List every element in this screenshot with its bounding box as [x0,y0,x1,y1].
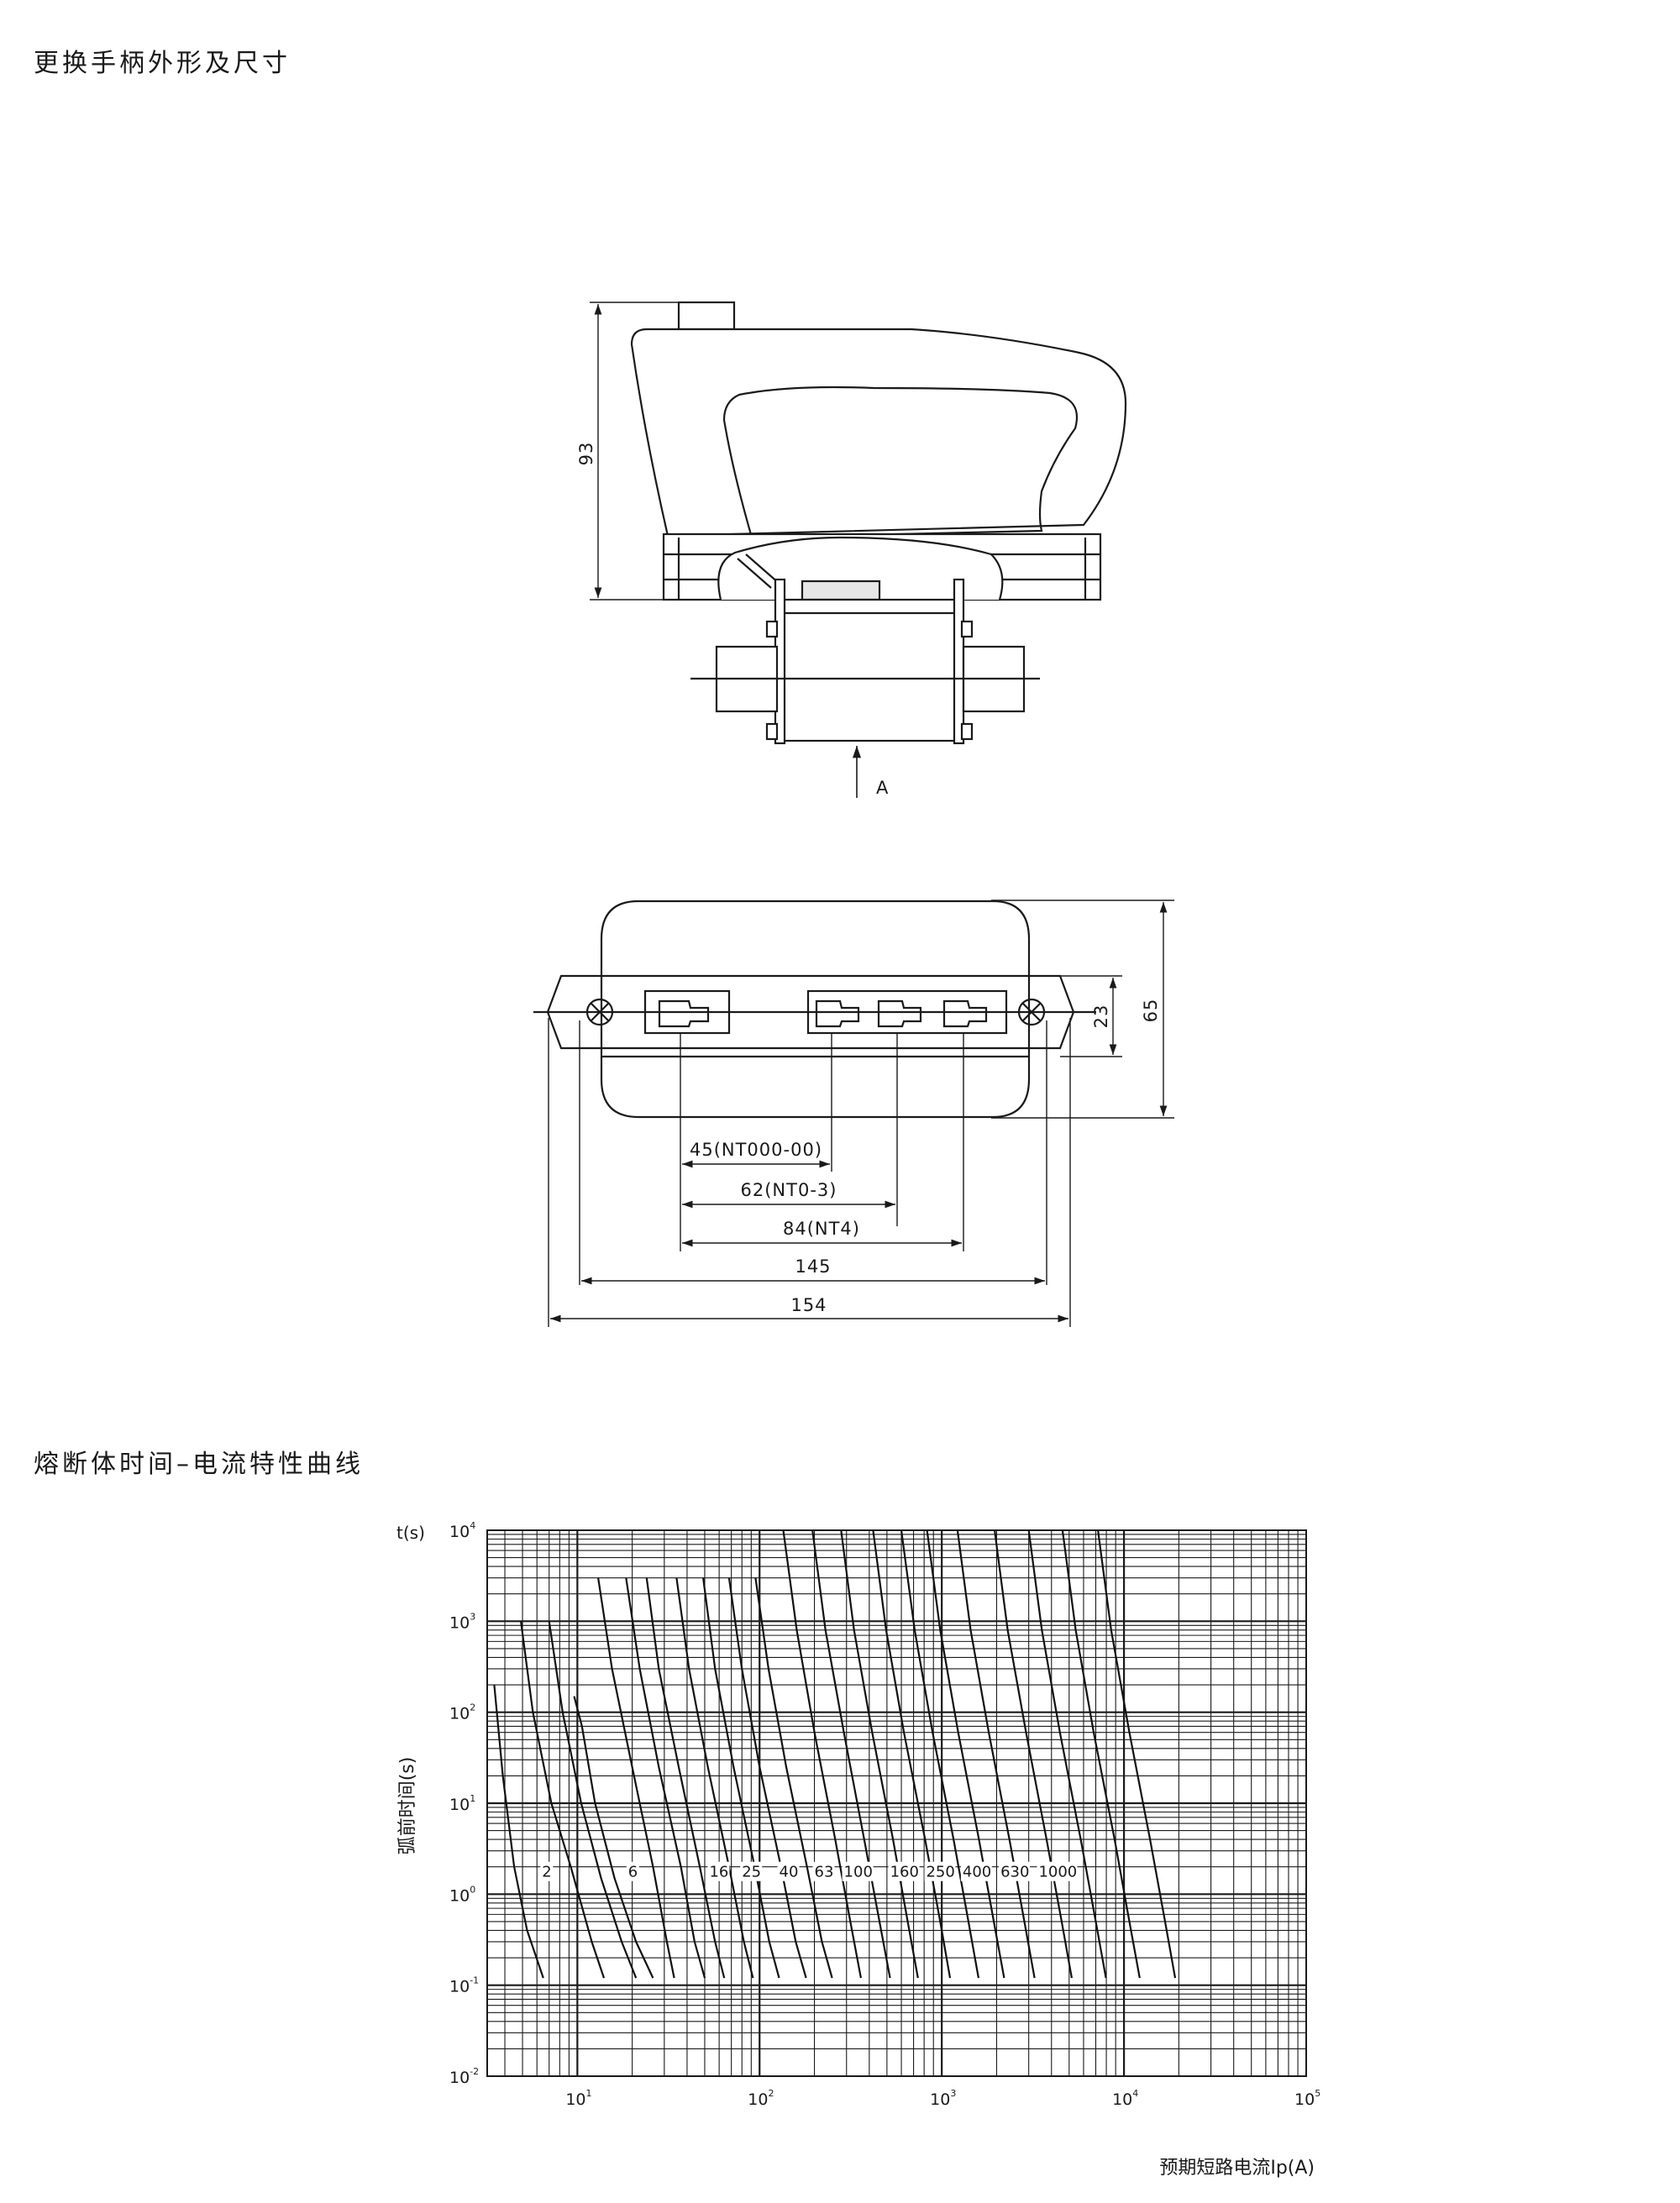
y-tick-label: 101 [449,1793,475,1814]
curve-21 [1097,1529,1177,1979]
rating-label-bg [999,1861,1031,1881]
rating-label-bg [924,1861,956,1881]
dim-154: 154 [790,1295,827,1315]
x-tick-exponent: 4 [1132,2088,1138,2099]
handle-side-view [590,301,1127,798]
y-tick-exponent: -1 [470,1975,479,1986]
curve-17 [956,1529,1036,1979]
x-tick-exponent: 1 [586,2088,592,2099]
curve-18 [994,1529,1073,1979]
side-height-dim: 93 [576,442,596,466]
y-tick-exponent: 2 [470,1702,475,1713]
y-tick-label: 103 [449,1611,475,1632]
fuse-link-body [780,598,959,742]
curve-4 [597,1577,675,1979]
curve-19 [1027,1529,1107,1979]
curve-6 [645,1577,726,1979]
fuse-indicator [801,580,881,601]
y-tick-label: 102 [449,1702,475,1723]
y-tick-label: 10-1 [449,1975,479,1996]
dim-84: 84(NT4) [783,1219,860,1239]
rating-label: 25 [742,1864,761,1881]
y-tick-exponent: 0 [470,1884,475,1895]
fuse-arc-cover [717,536,1004,601]
y-tick-label: 104 [449,1520,475,1541]
y-tick-exponent: 3 [470,1611,475,1622]
rating-label: 6 [628,1864,638,1881]
y-axis-title: 弧前时间(s) [397,1757,418,1855]
y-tick-exponent: 1 [470,1793,475,1804]
curve-20 [1061,1529,1141,1979]
rating-label: 16 [709,1864,728,1881]
x-tick-label: 104 [1112,2088,1138,2109]
dim-23: 23 [1091,1004,1111,1029]
handle-body-outline [630,328,1127,538]
rating-label: 63 [815,1864,834,1881]
handle-grip-opening [722,386,1079,539]
rating-label: 2 [542,1864,551,1881]
rating-label-bg [1037,1861,1078,1881]
dim-45: 45(NT000-00) [690,1140,822,1160]
curve-15 [900,1529,979,1979]
rating-label-bg [842,1861,874,1881]
curve-0 [493,1684,544,1979]
rating-label: 250 [926,1864,954,1881]
rating-label: 1000 [1038,1864,1077,1881]
x-tick-label: 103 [930,2088,956,2109]
curve-7 [675,1577,754,1979]
chart-grid [487,1530,1306,2076]
chart-frame [486,1529,1307,2077]
curve-16 [926,1529,1005,1979]
curve-12 [811,1529,891,1979]
curve-13 [840,1529,919,1979]
curve-3 [573,1696,654,1979]
x-tick-label: 105 [1294,2088,1320,2109]
x-tick-exponent: 5 [1315,2088,1320,2099]
rating-label-bg [812,1861,835,1881]
view-a-label: A [876,778,889,798]
rating-label: 630 [1000,1864,1029,1881]
curve-5 [625,1577,706,1979]
curve-8 [702,1577,780,1979]
y-tick-label: 100 [449,1884,475,1905]
rating-label: 40 [780,1864,799,1881]
rating-label-bg [888,1861,920,1881]
rating-label-bg [960,1861,992,1881]
curve-10 [754,1577,833,1979]
dim-62: 62(NT0-3) [741,1180,837,1200]
rating-label: 400 [963,1864,991,1881]
curve-9 [727,1577,807,1979]
rating-label-bg [707,1861,730,1881]
dim-145: 145 [795,1256,831,1277]
y-tick-exponent: -2 [470,2066,479,2077]
chart-rating-labels: 2 6 16 25 40 63 100 160 250 400 630 1000 [540,1861,1078,1881]
rating-label: 100 [844,1864,873,1881]
handle-section-title: 更换手柄外形及尺寸 [34,49,291,78]
x-tick-label: 101 [565,2088,591,2109]
x-tick-label: 102 [748,2088,774,2109]
y-tick-exponent: 4 [470,1520,475,1531]
x-tick-exponent: 2 [768,2088,774,2099]
handle-top-view [533,900,1174,1327]
curve-11 [782,1529,862,1979]
y-tick-label: 10-2 [449,2066,479,2087]
dim-65: 65 [1141,999,1161,1023]
curve-14 [872,1529,952,1979]
rating-label: 160 [890,1864,919,1881]
rating-label-bg [777,1861,800,1881]
curve-1 [520,1621,606,1979]
x-axis-title: 预期短路电流Ip(A) [1159,2158,1315,2179]
chart-curves [493,1529,1177,1979]
rating-label-bg [626,1861,639,1881]
curve-section-title: 熔断体时间–电流特性曲线 [34,1450,364,1479]
x-tick-labels: 101 102 103 104 105 [565,2088,1320,2109]
curve-2 [548,1621,638,1979]
x-tick-exponent: 3 [950,2088,956,2099]
y-axis-unit-label: t(s) [396,1523,425,1543]
rating-label-bg [740,1861,763,1881]
rating-label-bg [540,1861,554,1881]
